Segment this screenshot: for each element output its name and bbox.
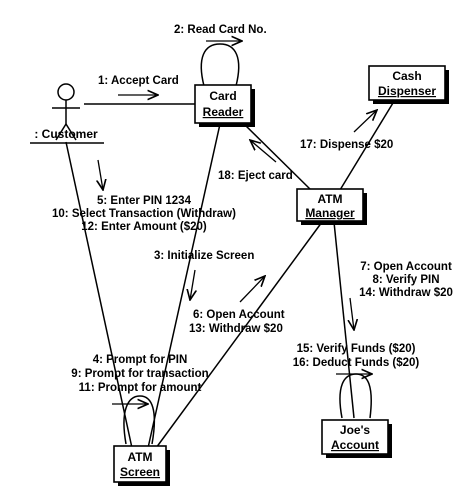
cash-dispenser-line1: Cash: [392, 69, 421, 83]
msg-14-label: 14: Withdraw $20: [359, 287, 453, 299]
msg-3-label: 3: Initialize Screen: [154, 250, 254, 262]
card-reader-object: Card Reader: [194, 84, 255, 127]
link-atmmanager-cashdispenser: [339, 97, 397, 191]
msg-13-label: 13: Withdraw $20: [189, 323, 283, 335]
link-cardreader-atmscreen: [147, 123, 221, 449]
arrow-msg-7-8-14: [350, 297, 354, 330]
customer-actor: : Customer: [30, 83, 104, 144]
link-atmmanager-joesaccount: [333, 221, 355, 419]
msg-5-label: 5: Enter PIN 1234: [97, 195, 192, 207]
msg-6-label: 6: Open Account: [193, 309, 285, 321]
joes-account-line1: Joe's: [340, 423, 371, 437]
atm-screen-line2: Screen: [120, 465, 160, 479]
atm-screen-line1: ATM: [127, 450, 152, 464]
link-cardreader-atmmanager: [243, 123, 313, 192]
msg-10-label: 10: Select Transaction (Withdraw): [52, 208, 236, 220]
arrow-msg-18: [250, 140, 277, 163]
customer-label: : Customer: [34, 127, 98, 141]
arrow-msg-17: [353, 110, 377, 133]
msg-1-label: 1: Accept Card: [98, 75, 179, 87]
cash-dispenser-line2: Dispenser: [378, 84, 436, 98]
arrow-msg-3: [190, 269, 195, 300]
joes-account-object: Joe's Account: [321, 419, 392, 458]
atm-screen-object: ATM Screen: [113, 445, 170, 486]
msg-9-label: 9: Prompt for transaction: [71, 368, 208, 380]
atm-manager-line1: ATM: [317, 192, 342, 206]
link-customer-atmscreen: [65, 141, 133, 449]
msg-4-label: 4: Prompt for PIN: [93, 354, 188, 366]
msg-2-label: 2: Read Card No.: [174, 24, 267, 36]
msg-15-label: 15: Verify Funds ($20): [297, 343, 416, 355]
card-reader-line2: Reader: [203, 105, 244, 119]
msg-8-label: 8: Verify PIN: [372, 274, 439, 286]
msg-12-label: 12: Enter Amount ($20): [81, 221, 207, 233]
msg-16-label: 16: Deduct Funds ($20): [293, 357, 420, 369]
cash-dispenser-object: Cash Dispenser: [368, 65, 449, 104]
card-reader-line1: Card: [209, 89, 236, 103]
msg-18-label: 18: Eject card: [218, 170, 293, 182]
arrow-msg-6-13: [239, 276, 265, 303]
arrow-msg-5-10-12: [98, 159, 103, 190]
link-atmmanager-atmscreen: [155, 221, 323, 449]
atm-manager-object: ATM Manager: [296, 188, 367, 225]
self-link-joesaccount: [339, 373, 372, 419]
msg-7-label: 7: Open Account: [360, 261, 452, 273]
self-link-atmscreen: [123, 395, 156, 445]
msg-11-label: 11: Prompt for amount: [79, 382, 202, 394]
msg-17-label: 17: Dispense $20: [300, 139, 393, 151]
joes-account-line2: Account: [331, 438, 379, 452]
atm-manager-line2: Manager: [305, 206, 355, 220]
self-link-cardreader: [200, 43, 240, 87]
